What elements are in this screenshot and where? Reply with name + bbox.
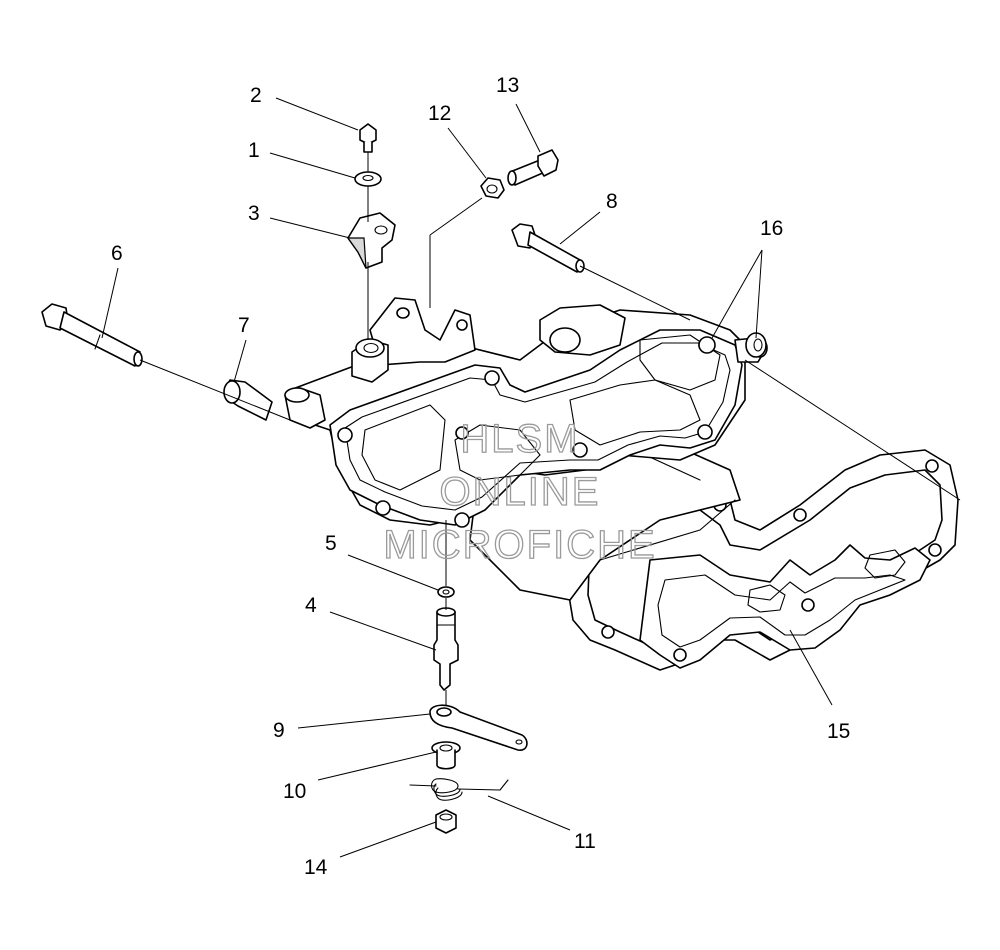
- watermark-line-2: ONLINE: [440, 470, 601, 514]
- washer-1: [354, 171, 382, 187]
- manifold-housing: [284, 297, 768, 528]
- nut-14: [435, 809, 457, 834]
- bolt-13: [507, 149, 559, 186]
- bolt-2: [359, 123, 377, 153]
- watermark: HLSM ONLINE MICROFICHE: [383, 416, 656, 567]
- callout-5: 5: [325, 532, 337, 555]
- callout-1: 1: [248, 139, 260, 162]
- callout-6: 6: [111, 242, 123, 265]
- callout-12: 12: [428, 102, 451, 125]
- callout-15: 15: [827, 720, 850, 743]
- callout-8: 8: [606, 190, 618, 213]
- bushing-10: [431, 741, 461, 770]
- watermark-line-3: MICROFICHE: [383, 523, 656, 567]
- callout-4: 4: [305, 594, 317, 617]
- callout-16: 16: [760, 217, 783, 240]
- callout-2: 2: [250, 84, 262, 107]
- bolt-8: [511, 223, 585, 273]
- assembly-lines: [139, 152, 961, 706]
- stud-7: [223, 379, 273, 421]
- callout-10: 10: [283, 780, 306, 803]
- callout-leaders: [101, 97, 833, 858]
- bracket-3: [346, 212, 396, 269]
- bolt-6: [41, 303, 143, 367]
- washer-5: [437, 586, 455, 598]
- callout-11: 11: [574, 830, 596, 853]
- callout-3: 3: [248, 202, 260, 225]
- watermark-line-1: HLSM: [460, 417, 579, 461]
- spring-11: [409, 778, 509, 801]
- callout-13: 13: [496, 74, 519, 97]
- lever-9: [429, 704, 528, 751]
- nut-12: [480, 177, 505, 199]
- callout-numbers: 2 1 3 6 7 12 13 8 16 5 4 9 10 11 14 15: [111, 74, 850, 879]
- callout-7: 7: [238, 314, 250, 337]
- callout-14: 14: [304, 856, 328, 879]
- callout-9: 9: [273, 719, 285, 742]
- shaft-4: [433, 607, 459, 691]
